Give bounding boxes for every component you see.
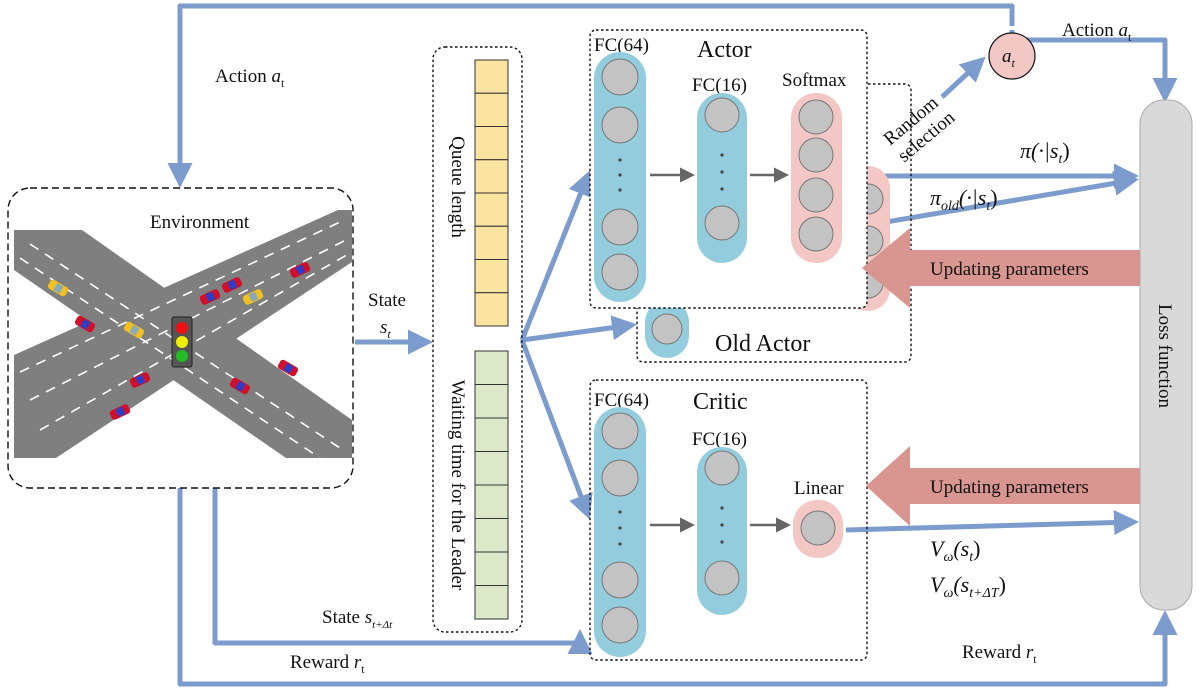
action-left-label: Action at [215,66,285,90]
waiting-cell [474,585,509,620]
value-arrow [845,510,1139,536]
state-next-label: State st+Δt [322,607,393,631]
old-actor-node [651,313,683,345]
environment-panel: Environment [7,187,354,489]
old-actor-title: Old Actor [715,331,810,357]
actor-softmax-label: Softmax [782,70,847,91]
value-t-label: Vω(st) [930,536,980,565]
queue-cell [474,292,509,327]
bar-to-old-actor-arrow [521,315,637,343]
traffic-light-red [176,322,188,334]
action-feedback-arrow [167,3,1015,188]
actor-fc64-label: FC(64) [594,35,649,56]
queue-cell [474,126,509,161]
queue-length-label: Queue length [447,136,468,238]
actor-fc16-label: FC(16) [692,75,747,96]
traffic-light-green [176,350,188,362]
queue-cell [474,192,509,227]
pi-old-label: πold(·|st) [930,185,998,214]
actor-box: Actor FC(64) FC(16) Softmax [589,29,868,309]
state-bar: Queue length Waiting time for the Leader [432,46,523,633]
value-next-label: Vω(st+ΔT) [930,572,1006,601]
reward-arrow [177,488,1178,687]
waiting-cell [474,350,509,385]
random-selection-arrow [940,56,986,99]
critic-box: Critic FC(64) FC(16) Linear [589,379,868,661]
loss-function-box: Loss function [1139,99,1193,611]
critic-linear-label: Linear [794,478,844,499]
random-selection-label: Random selection [880,92,960,166]
critic-title: Critic [693,389,748,415]
state-cells [474,59,509,620]
queue-cell [474,225,509,260]
traffic-light [171,316,193,368]
bar-to-actor-arrow [519,170,593,341]
critic-fc64-label: FC(64) [594,390,649,411]
svg-text:at: at [1002,46,1016,70]
waiting-cell [474,484,509,519]
waiting-time-label: Waiting time for the Leader [447,380,468,591]
actor-title: Actor [697,37,752,63]
queue-cell [474,92,509,127]
traffic-light-yellow [176,336,188,348]
flow-arrows [167,3,1178,687]
reward-left-label: Reward rt [290,652,365,676]
loss-function-label: Loss function [1154,304,1175,408]
environment-title: Environment [150,212,250,233]
queue-cell [474,259,509,294]
update-actor-arrow: Updating parameters [862,228,1140,308]
state-next-arrow [212,488,593,654]
svg-text:Updating parameters: Updating parameters [930,477,1089,498]
pi-current-label: π(·|st) [1020,138,1070,167]
svg-text:Updating parameters: Updating parameters [930,259,1089,280]
action-node: at [988,32,1036,80]
state-var-label: st [380,317,391,341]
queue-cell [474,59,509,94]
waiting-cell [474,518,509,553]
waiting-cell [474,551,509,586]
state-label: State [368,290,406,311]
action-right-label: Action at [1062,20,1132,44]
cars [47,262,311,420]
waiting-cell [474,384,509,419]
reward-right-label: Reward rt [962,642,1037,666]
pi-old-arrow [885,171,1139,225]
waiting-cell [474,451,509,486]
critic-fc16-label: FC(16) [692,429,747,450]
bar-to-critic-arrow [519,339,593,520]
queue-cell [474,159,509,194]
waiting-cell [474,417,509,452]
update-critic-arrow: Updating parameters [866,446,1140,526]
